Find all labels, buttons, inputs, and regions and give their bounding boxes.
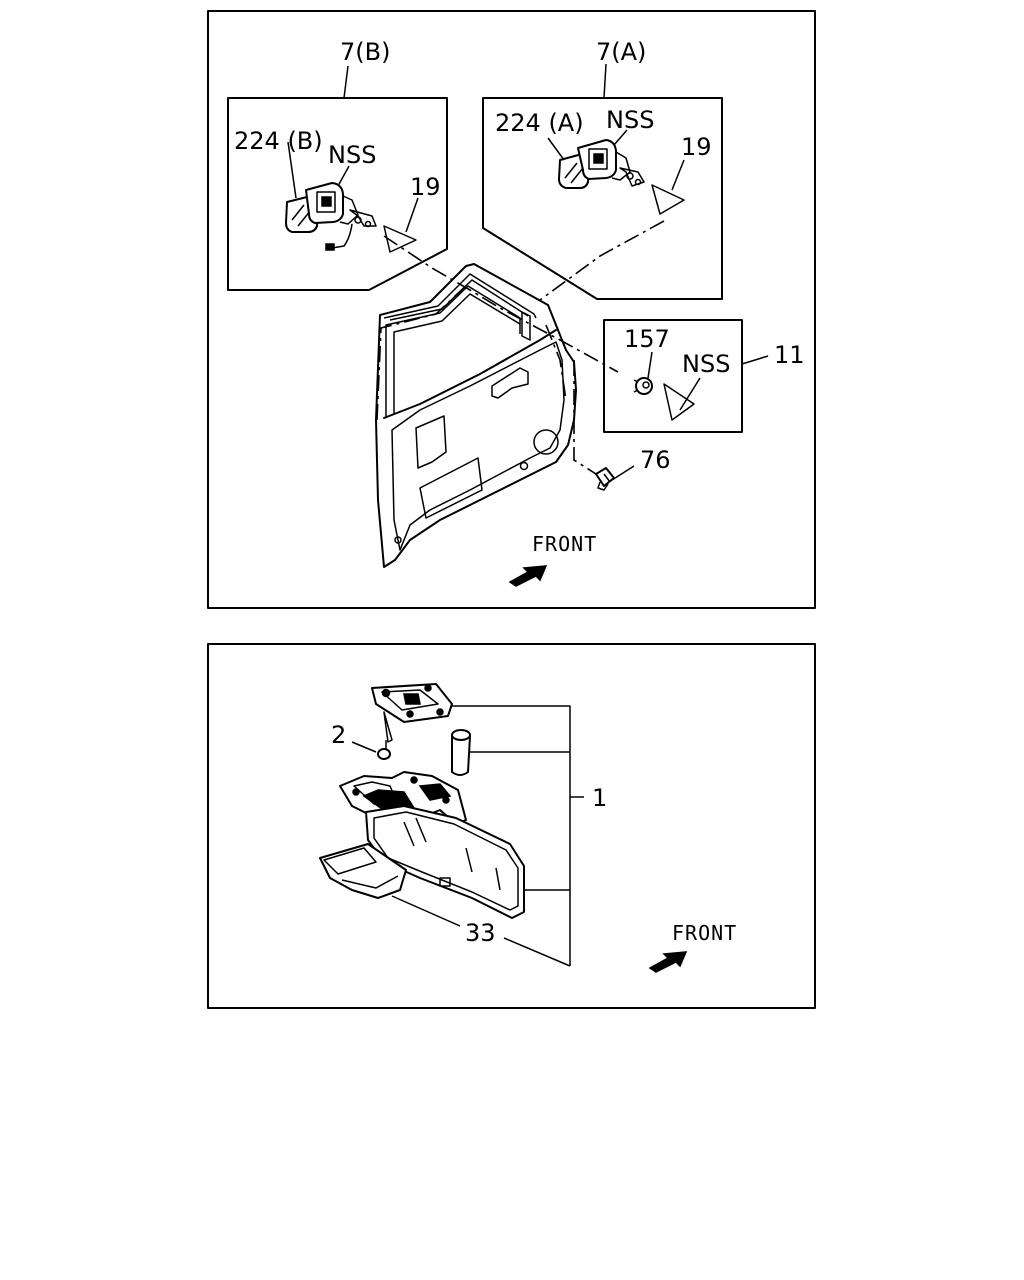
front-label-lower: FRONT xyxy=(672,921,737,945)
mirror-housing-b xyxy=(305,182,377,251)
cover-19-b-leader xyxy=(405,197,419,233)
leader-mirror-a-to-door xyxy=(539,220,665,301)
leader-door-to-bolt xyxy=(573,360,597,475)
callout-224a: 224 (A) xyxy=(495,109,584,137)
callout-11: 11 xyxy=(774,341,805,369)
glass-a-leader xyxy=(547,137,565,161)
callout-224b: 224 (B) xyxy=(234,127,323,155)
callout-2: 2 xyxy=(331,721,346,749)
nss-b-leader xyxy=(337,165,350,187)
lamp-lens-33 xyxy=(319,843,407,899)
callout-7a: 7(A) xyxy=(596,38,646,66)
leader-mirror-b-to-clip xyxy=(383,235,619,373)
front-arrow-lower-icon xyxy=(648,951,688,973)
cover-19-a xyxy=(651,184,685,215)
glass-b-leader xyxy=(287,141,297,199)
callout-157: 157 xyxy=(624,325,670,353)
mirror-a-inset-frame xyxy=(482,97,723,300)
cover-19-b xyxy=(383,225,417,253)
mirror-housing-a xyxy=(577,139,645,187)
clip-157 xyxy=(633,377,653,395)
kit-11-inset-frame xyxy=(603,319,743,433)
front-door xyxy=(375,263,577,568)
lens-33-leader-b xyxy=(503,937,571,967)
pivot-pin xyxy=(451,729,471,776)
cover-19-a-leader xyxy=(671,159,685,191)
assembly-bracket xyxy=(452,705,571,966)
bolt-76 xyxy=(595,467,615,491)
callout-19-b: 19 xyxy=(410,173,441,201)
mirror-a-inset: 7(A) 224 (A) NSS 19 xyxy=(482,38,723,300)
callout-nss-kit: NSS xyxy=(682,350,730,378)
kit-11-inset: 157 NSS 11 xyxy=(603,319,805,433)
callout-76: 76 xyxy=(640,446,671,474)
lens-33-leader-a xyxy=(391,895,461,927)
upper-panel-frame xyxy=(207,10,816,609)
lower-panel: 2 xyxy=(207,643,816,1009)
nss-a-leader xyxy=(613,129,628,146)
front-label-upper: FRONT xyxy=(532,532,597,556)
lower-panel-frame xyxy=(207,643,816,1009)
upper-panel: 7(B) 224 (B) NSS xyxy=(207,10,816,609)
callout-1: 1 xyxy=(592,784,607,812)
screw-2-leader xyxy=(351,741,377,753)
callout-nss-a: NSS xyxy=(606,106,654,134)
mirror-a-leader xyxy=(603,63,607,99)
callout-7b: 7(B) xyxy=(340,38,390,66)
mirror-b-leader xyxy=(343,65,349,99)
callout-19-a: 19 xyxy=(681,133,712,161)
kit-11-leader xyxy=(741,355,769,365)
callout-33: 33 xyxy=(465,919,496,947)
nss-triangle xyxy=(663,383,695,421)
front-arrow-upper-icon xyxy=(508,565,548,587)
mounting-base-plate xyxy=(371,683,453,723)
clip-157-leader xyxy=(647,351,653,379)
mirror-b-inset-frame xyxy=(227,97,448,291)
nss-kit-leader xyxy=(679,377,701,411)
screw-2 xyxy=(377,711,393,760)
callout-nss-b: NSS xyxy=(328,141,376,169)
mirror-b-inset: 7(B) 224 (B) NSS xyxy=(227,38,448,291)
bolt-76-leader xyxy=(611,465,635,481)
